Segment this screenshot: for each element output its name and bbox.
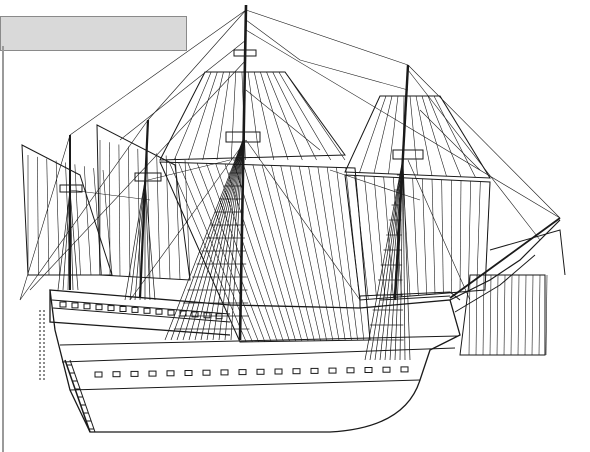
waterline xyxy=(61,347,456,363)
header-box xyxy=(0,16,187,51)
fore-topsail xyxy=(344,95,491,179)
main-topsail xyxy=(159,71,346,161)
keel-line xyxy=(69,379,421,391)
left-margin-rule xyxy=(2,46,4,452)
fore-top xyxy=(392,149,424,160)
spritsail xyxy=(459,274,546,356)
stern-ladder xyxy=(64,359,91,433)
hull-outline xyxy=(49,289,461,433)
